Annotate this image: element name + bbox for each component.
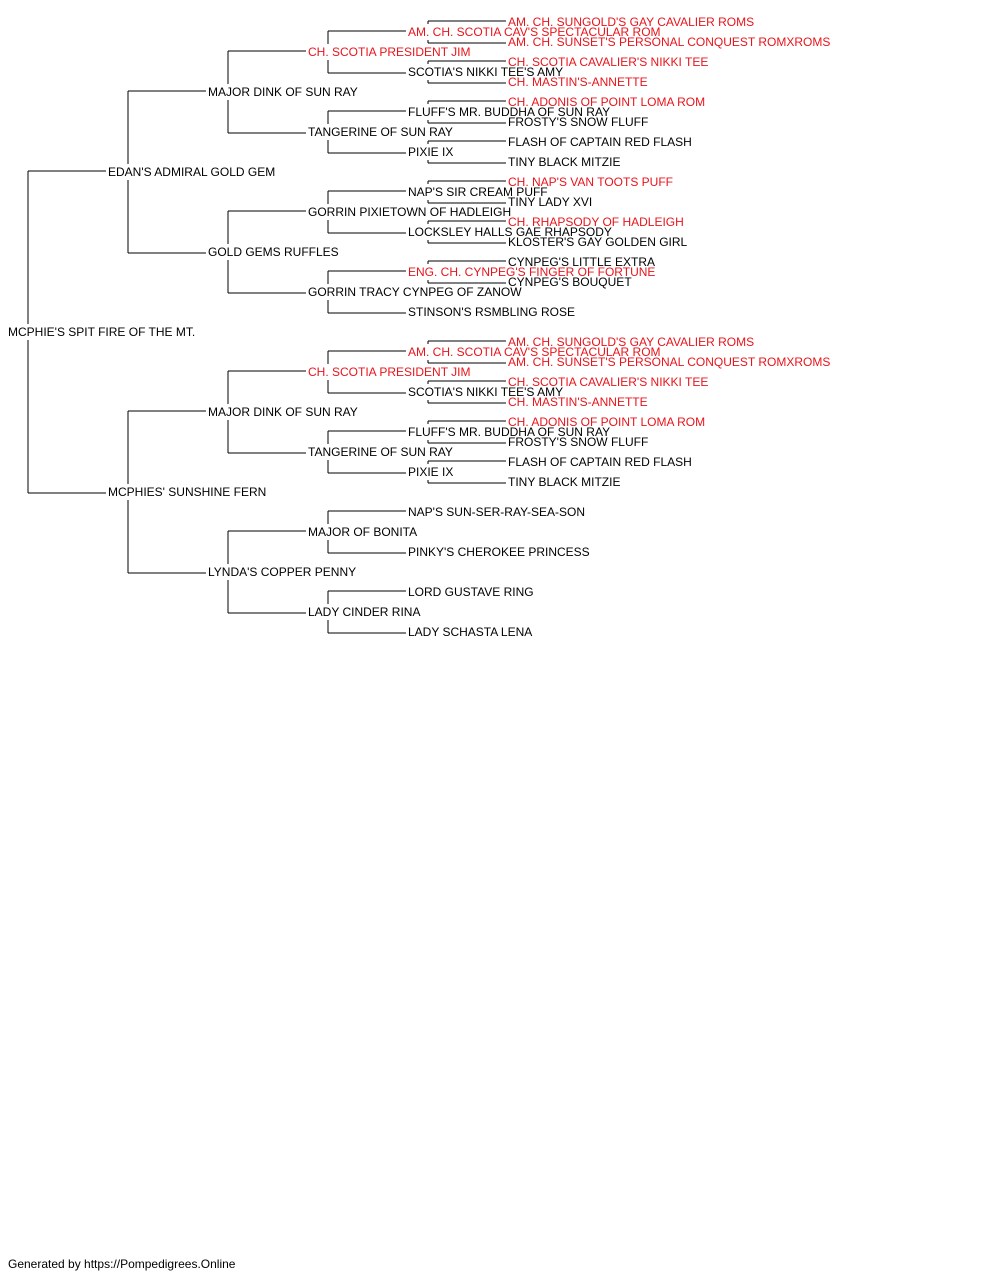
pedigree-dog-name: TANGERINE OF SUN RAY xyxy=(308,125,453,139)
pedigree-dog-name: PIXIE IX xyxy=(408,145,454,159)
pedigree-dog-name: GORRIN PIXIETOWN OF HADLEIGH xyxy=(308,205,512,219)
pedigree-dog-name: KLOSTER'S GAY GOLDEN GIRL xyxy=(508,235,688,249)
pedigree-dog-name: CH. MASTIN'S-ANNETTE xyxy=(508,395,648,409)
pedigree-dog-name: CH. MASTIN'S-ANNETTE xyxy=(508,75,648,89)
pedigree-dog-name: MCPHIE'S SPIT FIRE OF THE MT. xyxy=(8,325,196,339)
pedigree-dog-name: PINKY'S CHEROKEE PRINCESS xyxy=(408,545,590,559)
pedigree-dog-name: TINY LADY XVI xyxy=(508,195,593,209)
pedigree-dog-name: CH. ADONIS OF POINT LOMA ROM xyxy=(508,415,706,429)
pedigree-dog-name: CH. SCOTIA PRESIDENT JIM xyxy=(308,45,471,59)
pedigree-dog-name: LOCKSLEY HALLS GAE RHAPSODY xyxy=(408,225,612,239)
pedigree-dog-name: AM. CH. SCOTIA CAV'S SPECTACULAR ROM xyxy=(408,25,661,39)
pedigree-dog-name: CH. SCOTIA CAVALIER'S NIKKI TEE xyxy=(508,375,709,389)
pedigree-dog-name: NAP'S SIR CREAM PUFF xyxy=(408,185,548,199)
pedigree-dog-name: CH. NAP'S VAN TOOTS PUFF xyxy=(508,175,673,189)
pedigree-dog-name: FLASH OF CAPTAIN RED FLASH xyxy=(508,135,692,149)
pedigree-dog-name: LYNDA'S COPPER PENNY xyxy=(208,565,357,579)
pedigree-dog-name: GOLD GEMS RUFFLES xyxy=(208,245,339,259)
generated-by-footer: Generated by https://Pompedigrees.Online xyxy=(8,1257,236,1271)
pedigree-dog-name: CYNPEG'S BOUQUET xyxy=(508,275,632,289)
pedigree-dog-name: AM. CH. SUNGOLD'S GAY CAVALIER ROMS xyxy=(508,15,755,29)
pedigree-dog-name: ENG. CH. CYNPEG'S FINGER OF FORTUNE xyxy=(408,265,656,279)
pedigree-dog-name: FROSTY'S SNOW FLUFF xyxy=(508,435,649,449)
pedigree-dog-name: TINY BLACK MITZIE xyxy=(508,155,621,169)
pedigree-dog-name: LORD GUSTAVE RING xyxy=(408,585,534,599)
pedigree-dog-name: LADY CINDER RINA xyxy=(308,605,421,619)
pedigree-dog-name: MCPHIES' SUNSHINE FERN xyxy=(108,485,267,499)
pedigree-dog-name: NAP'S SUN-SER-RAY-SEA-SON xyxy=(408,505,585,519)
pedigree-dog-name: MAJOR DINK OF SUN RAY xyxy=(208,405,358,419)
pedigree-dog-name: FROSTY'S SNOW FLUFF xyxy=(508,115,649,129)
pedigree-dog-name: PIXIE IX xyxy=(408,465,454,479)
pedigree-dog-name: STINSON'S RSMBLING ROSE xyxy=(408,305,575,319)
pedigree-dog-name: FLUFF'S MR. BUDDHA OF SUN RAY xyxy=(408,425,611,439)
pedigree-dog-name: CH. SCOTIA PRESIDENT JIM xyxy=(308,365,471,379)
pedigree-dog-name: MAJOR DINK OF SUN RAY xyxy=(208,85,358,99)
pedigree-dog-name: CH. SCOTIA CAVALIER'S NIKKI TEE xyxy=(508,55,709,69)
pedigree-dog-name: FLUFF'S MR. BUDDHA OF SUN RAY xyxy=(408,105,611,119)
pedigree-dog-name: MAJOR OF BONITA xyxy=(308,525,418,539)
pedigree-dog-name: GORRIN TRACY CYNPEG OF ZANOW xyxy=(308,285,522,299)
pedigree-dog-name: LADY SCHASTA LENA xyxy=(408,625,533,639)
pedigree-dog-name: CH. RHAPSODY OF HADLEIGH xyxy=(508,215,684,229)
pedigree-dog-name: AM. CH. SCOTIA CAV'S SPECTACULAR ROM xyxy=(408,345,661,359)
pedigree-dog-name: CYNPEG'S LITTLE EXTRA xyxy=(508,255,655,269)
pedigree-dog-name: SCOTIA'S NIKKI TEE'S AMY xyxy=(408,385,564,399)
pedigree-dog-name: TANGERINE OF SUN RAY xyxy=(308,445,453,459)
pedigree-dog-name: EDAN'S ADMIRAL GOLD GEM xyxy=(108,165,276,179)
pedigree-dog-name: CH. ADONIS OF POINT LOMA ROM xyxy=(508,95,706,109)
pedigree-dog-name: FLASH OF CAPTAIN RED FLASH xyxy=(508,455,692,469)
pedigree-dog-name: AM. CH. SUNGOLD'S GAY CAVALIER ROMS xyxy=(508,335,755,349)
pedigree-dog-name: SCOTIA'S NIKKI TEE'S AMY xyxy=(408,65,564,79)
pedigree-dog-name: AM. CH. SUNSET'S PERSONAL CONQUEST ROMXR… xyxy=(508,355,831,369)
pedigree-dog-name: TINY BLACK MITZIE xyxy=(508,475,621,489)
pedigree-dog-name: AM. CH. SUNSET'S PERSONAL CONQUEST ROMXR… xyxy=(508,35,831,49)
